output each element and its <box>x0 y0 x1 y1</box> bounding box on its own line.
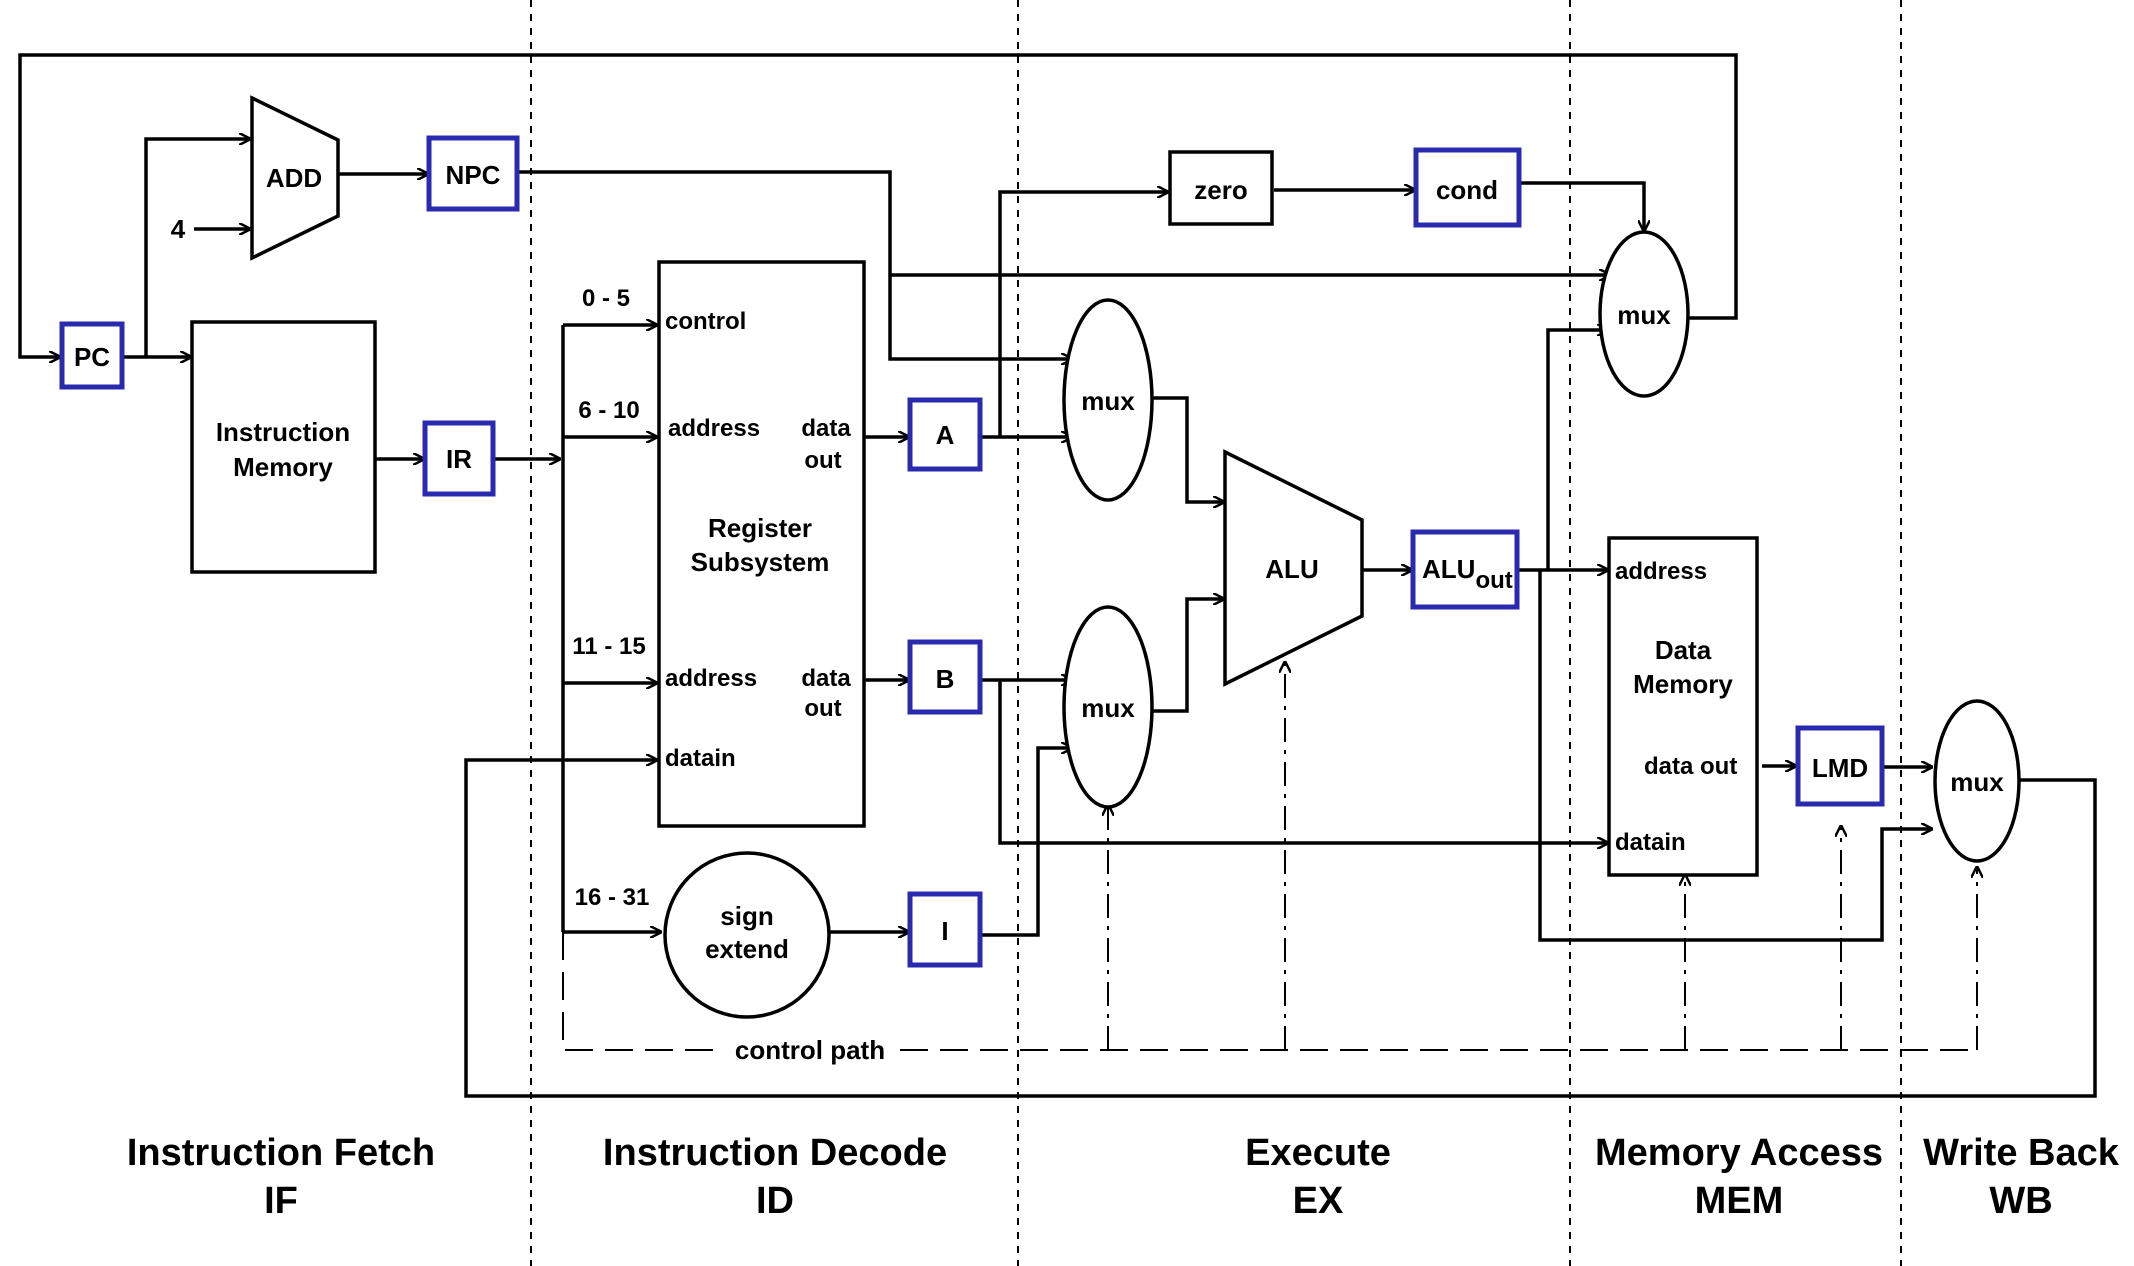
mux-b <box>1062 605 1154 809</box>
stage-id-abbr: ID <box>756 1180 794 1222</box>
instruction-memory <box>190 320 377 574</box>
ir-label: IR <box>446 444 472 474</box>
mux-label: mux <box>1617 300 1671 330</box>
bit-range-label: 6 - 10 <box>578 397 639 424</box>
zero-unit <box>1168 150 1274 226</box>
stage-ex-abbr: EX <box>1293 1180 1344 1222</box>
sign-extend-unit <box>663 851 831 1019</box>
register-subsystem <box>657 260 866 828</box>
reg-dataout-label: data <box>801 665 851 692</box>
reg-datain-label: datain <box>665 745 736 772</box>
lmd-label: LMD <box>1812 753 1868 783</box>
bit-range-label: 16 - 31 <box>575 884 650 911</box>
reg-address-label: address <box>668 415 760 442</box>
mux-a <box>1062 298 1154 502</box>
dmem-datain-label: datain <box>1615 829 1686 856</box>
alu-label: ALU <box>1265 554 1318 584</box>
stage-wb-abbr: WB <box>1989 1180 2052 1222</box>
aluout-label: ALUout <box>1422 554 1513 594</box>
lmd-register <box>1795 725 1885 807</box>
npc-label: NPC <box>446 160 501 190</box>
stage-separators <box>530 0 1902 1266</box>
mux-label: mux <box>1081 386 1135 416</box>
ir-register <box>422 420 496 497</box>
add-unit <box>250 95 340 261</box>
add-const-label: 4 <box>171 214 186 244</box>
sign-extend-label-2: extend <box>705 934 789 964</box>
a-register <box>907 397 983 472</box>
add-label: ADD <box>266 163 322 193</box>
stage-if-abbr: IF <box>264 1180 298 1222</box>
reg-address-label: address <box>665 665 757 692</box>
pc-label: PC <box>74 342 110 372</box>
stage-ex-name: Execute <box>1245 1132 1391 1174</box>
dmem-dataout-label: data out <box>1644 753 1737 780</box>
register-subsystem-label-1: Register <box>708 513 812 543</box>
i-label: I <box>941 916 948 946</box>
b-label: B <box>936 664 955 694</box>
register-subsystem-label-2: Subsystem <box>691 547 830 577</box>
reg-dataout-label: data <box>801 415 851 442</box>
data-wires <box>18 53 2097 1098</box>
instruction-memory-label-2: Memory <box>233 452 333 482</box>
a-label: A <box>936 420 955 450</box>
npc-register <box>426 135 520 212</box>
cond-register <box>1413 147 1522 228</box>
pc-register <box>59 321 125 390</box>
stage-if-name: Instruction Fetch <box>127 1132 435 1174</box>
data-memory <box>1607 536 1759 877</box>
i-register <box>907 891 983 968</box>
reg-dataout-label: out <box>804 447 841 474</box>
bit-range-label: 0 - 5 <box>582 285 630 312</box>
control-path-lines <box>562 662 1977 1051</box>
mux-label: mux <box>1081 693 1135 723</box>
stage-mem-abbr: MEM <box>1695 1180 1784 1222</box>
instruction-memory-label-1: Instruction <box>216 417 350 447</box>
alu-unit <box>1223 449 1364 687</box>
data-memory-label-1: Data <box>1655 635 1712 665</box>
mux-label: mux <box>1950 767 2004 797</box>
stage-wb-name: Write Back <box>1923 1132 2120 1174</box>
mux-writeback <box>1933 699 2021 863</box>
reg-dataout-label: out <box>804 695 841 722</box>
mux-pc <box>1598 230 1690 398</box>
control-path-label: control path <box>735 1035 885 1065</box>
aluout-register <box>1410 529 1520 610</box>
reg-control-label: control <box>665 308 746 335</box>
sign-extend-label-1: sign <box>720 901 773 931</box>
cond-label: cond <box>1436 175 1498 205</box>
aluout-subscript: out <box>1475 567 1512 594</box>
data-memory-label-2: Memory <box>1633 669 1733 699</box>
zero-label: zero <box>1194 175 1247 205</box>
bit-range-label: 11 - 15 <box>572 633 645 660</box>
stage-id-name: Instruction Decode <box>603 1132 947 1174</box>
stage-mem-name: Memory Access <box>1595 1132 1883 1174</box>
dmem-address-label: address <box>1615 558 1707 585</box>
b-register <box>907 639 983 715</box>
